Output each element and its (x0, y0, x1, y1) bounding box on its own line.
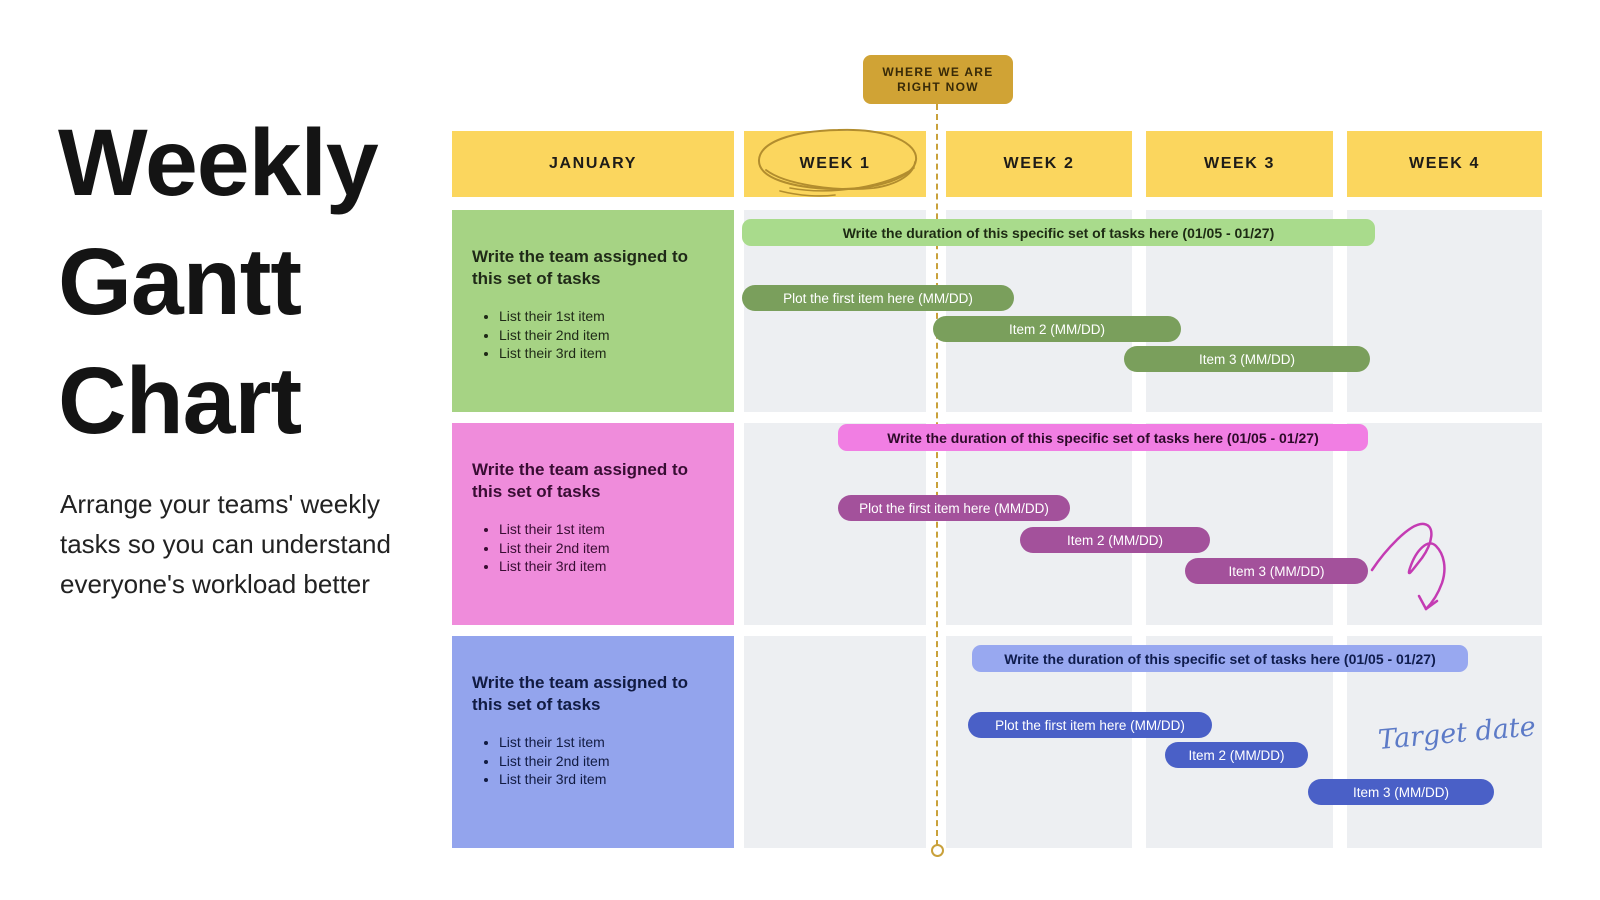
hand-drawn-circle-icon (757, 128, 918, 197)
task-bar-blue-1: Plot the first item here (MM/DD) (968, 712, 1212, 738)
team-label-cell-green: Write the team assigned to this set of t… (452, 210, 734, 412)
team-heading: Write the team assigned to this set of t… (472, 247, 689, 288)
task-bar-green-2: Item 2 (MM/DD) (933, 316, 1181, 342)
grid-cell (744, 423, 926, 625)
grid-cell (1146, 423, 1333, 625)
team-heading: Write the team assigned to this set of t… (472, 673, 689, 714)
page-title-line: Chart (58, 347, 302, 454)
task-bar-blue-2: Item 2 (MM/DD) (1165, 742, 1308, 768)
header-cell-week-3: WEEK 3 (1146, 131, 1333, 197)
team-task-list: List their 1st item List their 2nd item … (472, 733, 718, 789)
team-task-list: List their 1st item List their 2nd item … (472, 520, 718, 576)
page-title-line: Weekly (58, 109, 379, 216)
header-cell-january: JANUARY (452, 131, 734, 197)
header-cell-week-4: WEEK 4 (1347, 131, 1542, 197)
team-task-item: List their 1st item (499, 307, 718, 326)
duration-bar-green: Write the duration of this specific set … (742, 219, 1375, 246)
team-task-item: List their 2nd item (499, 752, 718, 771)
scribble-arrow-icon (1370, 522, 1446, 611)
team-task-item: List their 1st item (499, 733, 718, 752)
page-title: Weekly Gantt Chart (58, 104, 379, 461)
badge-label-line2: RIGHT NOW (897, 79, 979, 94)
current-week-marker-line (936, 104, 938, 846)
task-bar-pink-2: Item 2 (MM/DD) (1020, 527, 1210, 553)
team-task-item: List their 3rd item (499, 557, 718, 576)
team-label-cell-pink: Write the team assigned to this set of t… (452, 423, 734, 625)
where-we-are-badge: WHERE WE ARE RIGHT NOW (863, 55, 1013, 104)
page-title-line: Gantt (58, 228, 302, 335)
team-task-item: List their 1st item (499, 520, 718, 539)
header-cell-week-2: WEEK 2 (946, 131, 1132, 197)
badge-label-line1: WHERE WE ARE (882, 64, 994, 79)
grid-cell (1347, 423, 1542, 625)
team-task-item: List their 2nd item (499, 326, 718, 345)
grid-cell (946, 423, 1132, 625)
team-heading: Write the team assigned to this set of t… (472, 460, 689, 501)
page-subtitle: Arrange your teams' weekly tasks so you … (60, 489, 391, 599)
team-task-list: List their 1st item List their 2nd item … (472, 307, 718, 363)
marker-line-end-dot (931, 844, 944, 857)
task-bar-green-1: Plot the first item here (MM/DD) (742, 285, 1014, 311)
task-bar-pink-3: Item 3 (MM/DD) (1185, 558, 1368, 584)
task-bar-pink-1: Plot the first item here (MM/DD) (838, 495, 1070, 521)
team-label-cell-blue: Write the team assigned to this set of t… (452, 636, 734, 848)
grid-cell (1347, 210, 1542, 412)
duration-bar-pink: Write the duration of this specific set … (838, 424, 1368, 451)
task-bar-blue-3: Item 3 (MM/DD) (1308, 779, 1494, 805)
team-task-item: List their 3rd item (499, 770, 718, 789)
task-bar-green-3: Item 3 (MM/DD) (1124, 346, 1370, 372)
team-task-item: List their 3rd item (499, 344, 718, 363)
team-task-item: List their 2nd item (499, 539, 718, 558)
grid-cell (744, 636, 926, 848)
duration-bar-blue: Write the duration of this specific set … (972, 645, 1468, 672)
